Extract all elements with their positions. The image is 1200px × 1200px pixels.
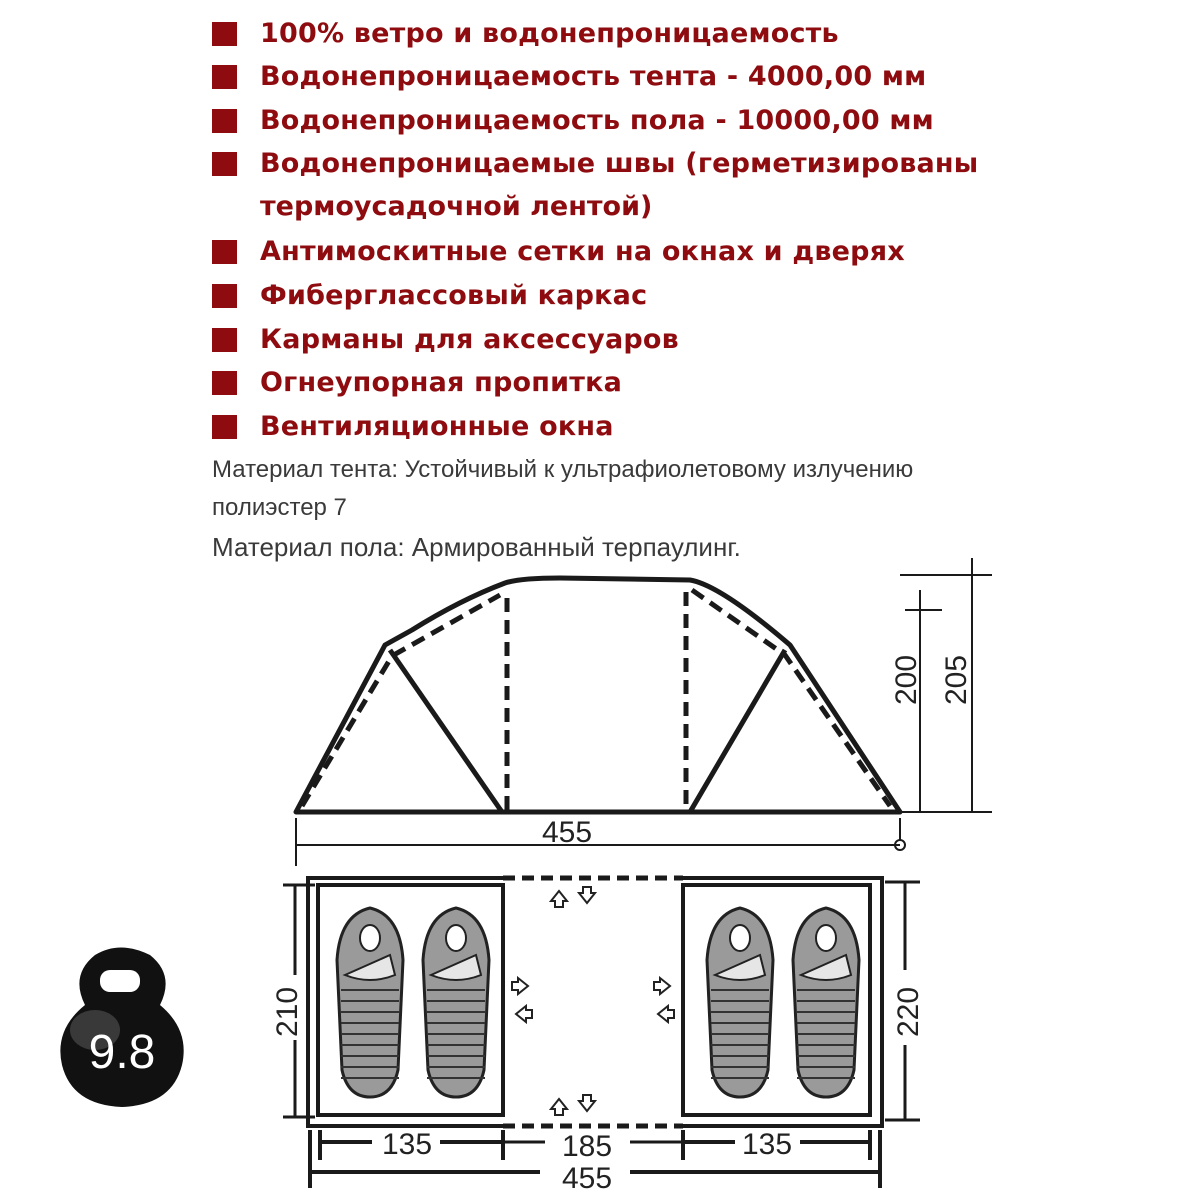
weight-label: 9.8 xyxy=(89,1026,156,1079)
bullet-square-icon xyxy=(212,151,237,176)
outer-height-label: 205 xyxy=(940,655,973,705)
side-view xyxy=(293,558,992,866)
bullet-square-icon xyxy=(212,370,237,395)
feature-text-continuation: термоусадочной лентой) xyxy=(260,191,653,222)
tent-material-text-cont: полиэстер 7 xyxy=(212,494,347,521)
feature-text: Вентиляционные окна xyxy=(260,411,614,442)
right-room-length-label: 135 xyxy=(742,1128,792,1161)
right-width-label: 220 xyxy=(892,987,925,1037)
sleeping-bag-icon xyxy=(421,906,491,1099)
feature-text: 100% ветро и водонепроницаемость xyxy=(260,18,839,49)
bullet-square-icon xyxy=(212,414,237,439)
feature-item: Вентиляционные окна xyxy=(212,411,614,442)
feature-item: Фиберглассовый каркас xyxy=(212,280,647,311)
feature-text: Водонепроницаемость пола - 10000,00 мм xyxy=(260,105,934,136)
door-arrows-icon xyxy=(511,975,533,1025)
door-arrows-icon xyxy=(653,975,675,1025)
bullet-square-icon xyxy=(212,283,237,308)
feature-item: Водонепроницаемые швы (герметизированы xyxy=(212,148,978,179)
sleeping-bags xyxy=(335,906,861,1099)
inner-height-label: 200 xyxy=(890,655,923,705)
feature-text: Огнеупорная пропитка xyxy=(260,367,623,398)
feature-item: 100% ветро и водонепроницаемость xyxy=(212,18,839,49)
bullet-square-icon xyxy=(212,21,237,46)
kettlebell-weight-icon xyxy=(60,947,184,1107)
door-arrows xyxy=(511,886,675,1116)
feature-item: Водонепроницаемость тента - 4000,00 мм xyxy=(212,61,926,92)
pole-right xyxy=(687,648,788,814)
pole-left xyxy=(387,648,505,814)
sleeping-bag-icon xyxy=(705,906,775,1099)
left-room-length-label: 135 xyxy=(382,1128,432,1161)
feature-text: Водонепроницаемые швы (герметизированы xyxy=(260,148,979,179)
sleeping-bag-icon xyxy=(335,906,405,1099)
feature-item: Огнеупорная пропитка xyxy=(212,367,622,398)
door-arrows-icon xyxy=(548,1094,598,1116)
side-length-label: 455 xyxy=(542,816,592,849)
bullet-square-icon xyxy=(212,327,237,352)
floor-plan xyxy=(283,875,920,1188)
feature-text: Фиберглассовый каркас xyxy=(260,280,648,311)
door-arrows-icon xyxy=(548,886,598,908)
feature-item: Карманы для аксессуаров xyxy=(212,324,679,355)
left-width-label: 210 xyxy=(271,987,304,1037)
feature-item: Водонепроницаемость пола - 10000,00 мм xyxy=(212,105,934,136)
feature-text: Антимоскитные сетки на окнах и дверях xyxy=(260,236,905,267)
feature-text: Водонепроницаемость тента - 4000,00 мм xyxy=(260,61,927,92)
vestibule-length-label: 185 xyxy=(562,1130,612,1163)
sleeping-bag-icon xyxy=(791,906,861,1099)
feature-text: Карманы для аксессуаров xyxy=(260,324,679,355)
total-length-label: 455 xyxy=(562,1162,612,1195)
floor-material-text: Материал пола: Армированный терпаулинг. xyxy=(212,532,741,562)
bullet-square-icon xyxy=(212,239,237,264)
tent-material-text: Материал тента: Устойчивый к ультрафиоле… xyxy=(212,456,914,483)
feature-item: Антимоскитные сетки на окнах и дверях xyxy=(212,236,905,267)
bullet-square-icon xyxy=(212,64,237,89)
bullet-square-icon xyxy=(212,108,237,133)
